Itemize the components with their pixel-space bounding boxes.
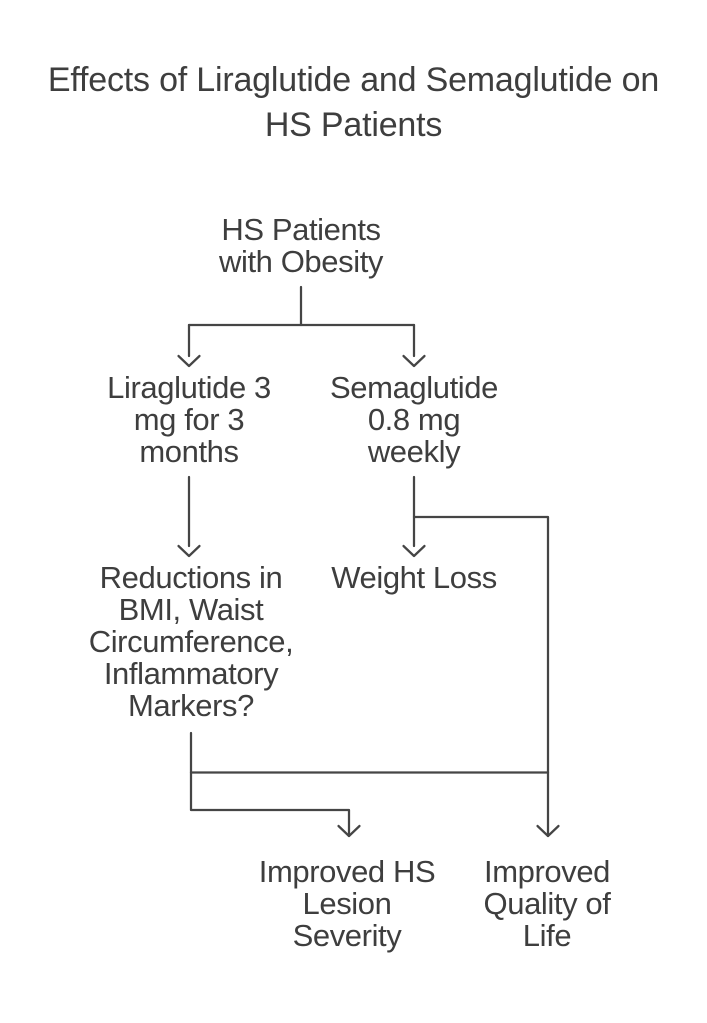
page-title: Effects of Liraglutide and Semaglutide o… xyxy=(0,58,707,148)
page-title-line-2: HS Patients xyxy=(264,106,443,144)
connector-reductions-lesion xyxy=(189,731,351,838)
arrowhead-to-qol xyxy=(536,824,560,838)
arrowhead-to-lesion xyxy=(337,824,361,838)
arrowhead-to-liraglutide xyxy=(177,354,201,368)
arrowhead-to-reductions xyxy=(177,544,201,558)
arrowhead-to-weightloss xyxy=(402,544,426,558)
node-weight-loss: Weight Loss xyxy=(331,560,497,595)
connector-semaglutide-qol xyxy=(412,515,550,838)
arrowhead-to-semaglutide xyxy=(402,354,426,368)
page-title-line-1: Effects of Liraglutide and Semaglutide o… xyxy=(47,61,660,99)
